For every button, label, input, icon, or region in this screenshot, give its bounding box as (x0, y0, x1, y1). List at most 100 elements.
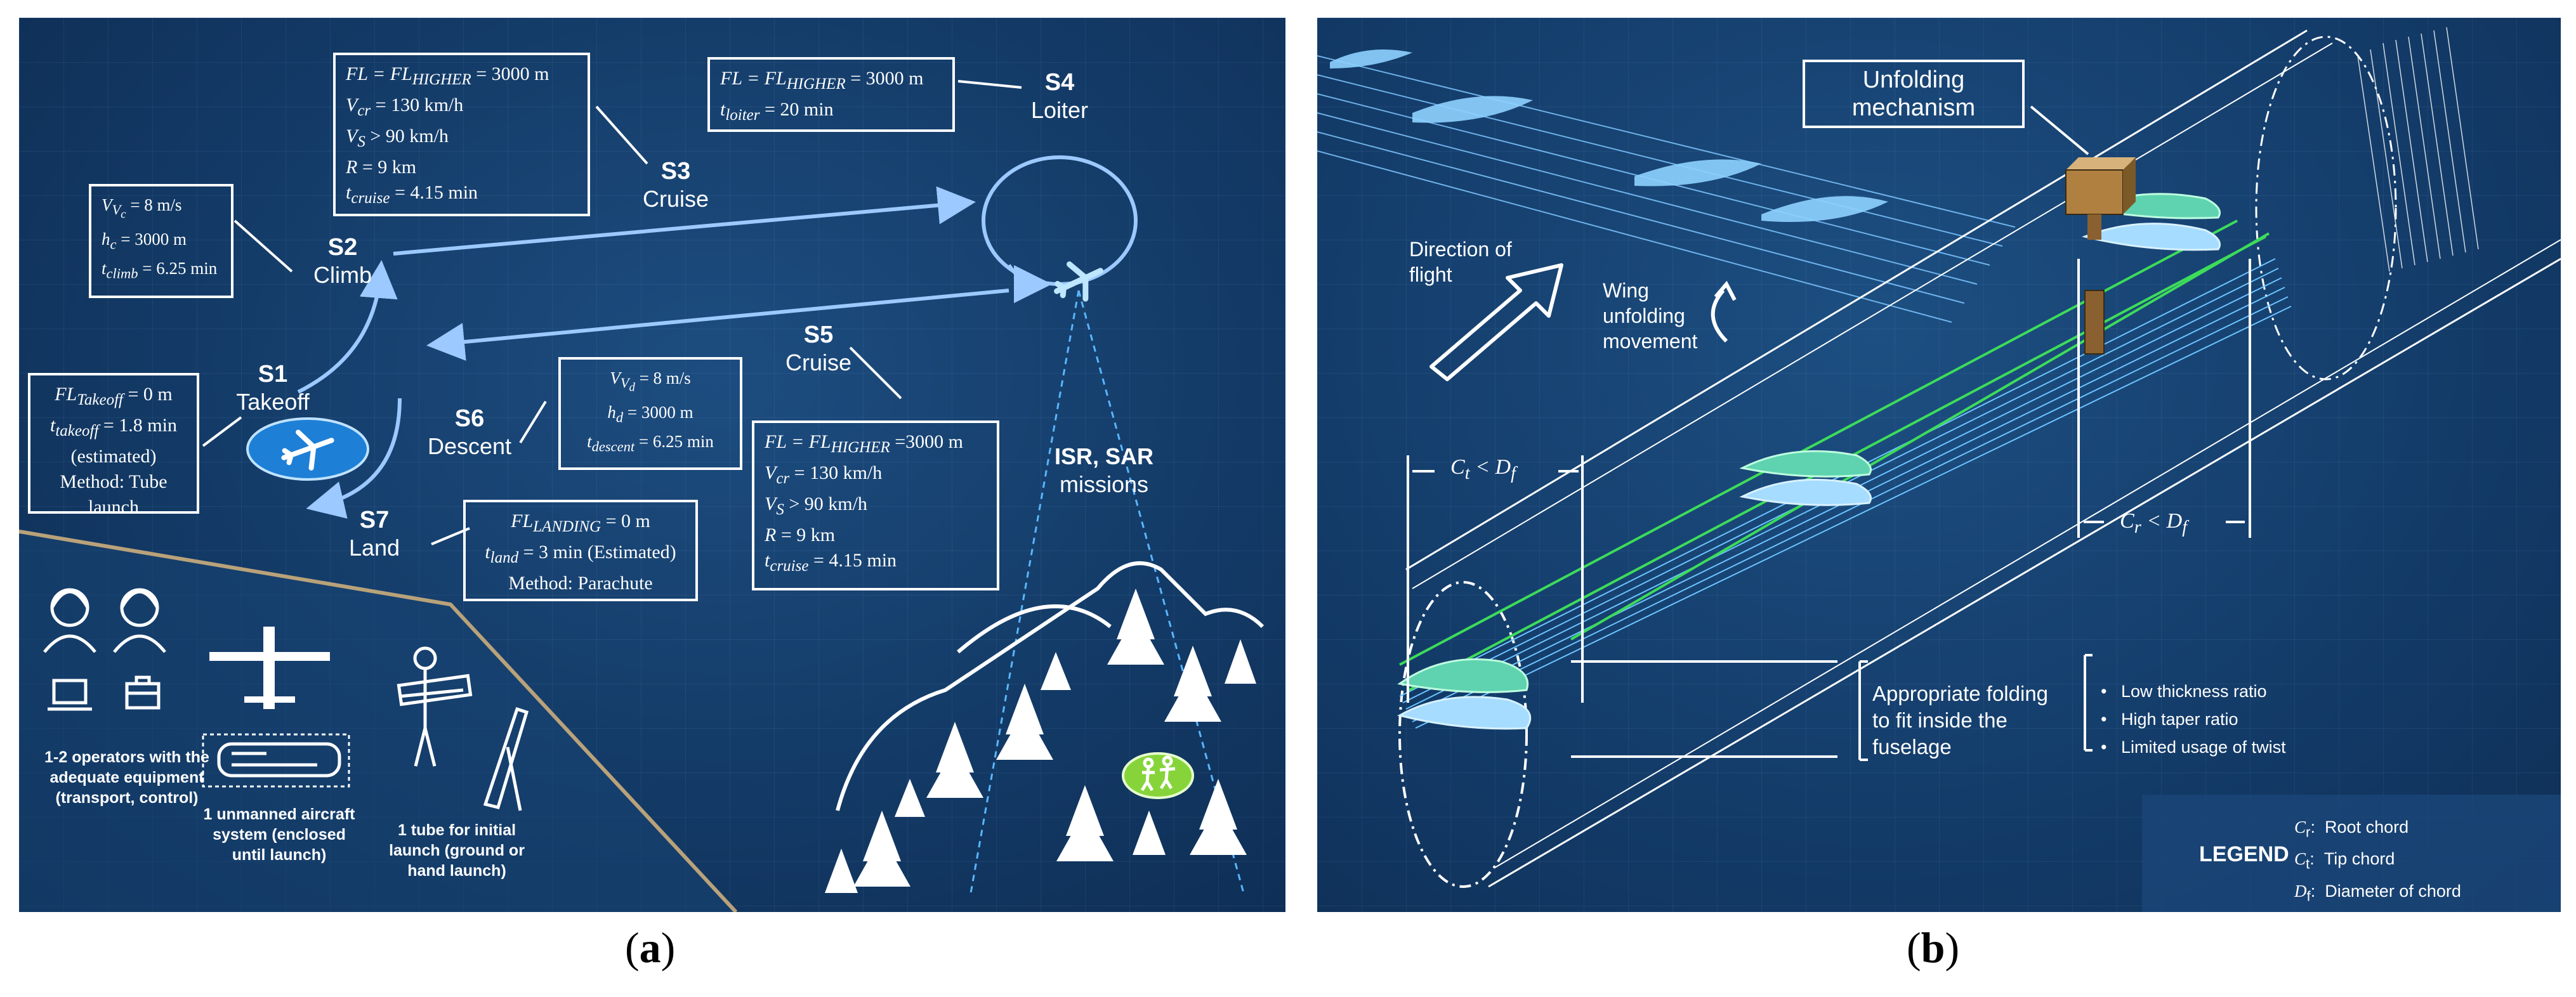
panel-b-wing-folding: Unfolding mechanism Direction of flight … (1317, 18, 2561, 912)
stage-s5-id: S5 (803, 322, 834, 348)
legend-root-symbol: C (2294, 818, 2306, 837)
cruise2-v-symbol: V (765, 462, 777, 483)
stage-s3-id: S3 (660, 158, 691, 185)
cruise2-vs-symbol: V (765, 493, 777, 514)
direction-arrow-icon (1429, 263, 1563, 381)
descent-v-symbol: V (610, 368, 621, 388)
requirement-item: • Low thickness ratio (2101, 682, 2267, 701)
s5-leader (849, 346, 902, 400)
panel-b-graphics (1317, 27, 2561, 912)
root-c-sub: r (2134, 517, 2141, 537)
cruise1-r-value: = 9 km (357, 157, 417, 178)
descent-h-sub: d (615, 409, 624, 426)
wing-unfolding-label: Wing unfolding movement (1603, 279, 1698, 353)
mechanism-leader (2030, 105, 2089, 155)
aircraft-system-note: 1 unmanned aircraft system (enclosed unt… (203, 805, 355, 864)
stage-s6-name: Descent (427, 433, 512, 459)
landing-parameters-box: FLLANDING = 0 m tland = 3 min (Estimated… (463, 500, 698, 601)
landing-fl-sub: LANDING (533, 518, 601, 535)
descent-v-sub2: d (629, 381, 635, 394)
unfolding-curve-icon (1711, 289, 1728, 343)
cruise-back-parameters-box: FL = FLHIGHER =3000 m Vcr = 130 km/h VS … (752, 420, 999, 590)
sensor-cone-right (1077, 290, 1245, 894)
legend-tip-desc: Tip chord (2323, 849, 2395, 869)
legend-tip-sub: t (2306, 856, 2310, 872)
cruise2-v-sub: cr (776, 470, 790, 487)
loiter-fl-symbol: FL = FL (720, 68, 787, 89)
takeoff-t-symbol: t (50, 415, 56, 436)
legend-diameter-desc: Diameter of chord (2325, 881, 2461, 901)
unfolding-mechanism-label: Unfolding mechanism (1803, 60, 2025, 128)
stage-s6-id: S6 (454, 405, 485, 432)
cruise1-r-symbol: R (346, 157, 358, 178)
stage-s4-id: S4 (1044, 69, 1075, 96)
cruise-out-parameters-box: FL = FLHIGHER = 3000 m Vcr = 130 km/h VS… (333, 53, 590, 216)
loiter-fl-value: = 3000 m (845, 68, 924, 89)
background-ribs (1330, 49, 1888, 222)
root-chord-condition: Cr < Df (2120, 509, 2228, 538)
cruise2-t-sub: cruise (770, 557, 809, 575)
stage-s3-name: Cruise (642, 186, 709, 212)
legend-root-desc: Root chord (2325, 818, 2409, 837)
legend-tip-symbol: C (2294, 849, 2306, 869)
climb-v-sub2: c (121, 207, 126, 221)
tip-c-symbol: C (1450, 455, 1465, 479)
stage-s4-name: Loiter (1030, 97, 1089, 123)
launch-tube-note: 1 tube for initial launch (ground or han… (389, 821, 525, 880)
uav-plane-icon (1054, 261, 1103, 302)
cruise2-fl-value: =3000 m (890, 431, 964, 452)
target-people-marker (1122, 752, 1194, 799)
landing-t-value: = 3 min (Estimated) (518, 542, 676, 563)
caption-a-letter: a (639, 923, 661, 972)
cruise1-v-sub: cr (357, 102, 371, 119)
landing-fl-value: = 0 m (601, 511, 650, 531)
legend-item-tip: Ct: Tip chord (2294, 849, 2395, 872)
tip-d-symbol: < D (1469, 455, 1511, 479)
root-c-symbol: C (2120, 509, 2134, 533)
cruise2-r-value: = 9 km (776, 525, 836, 545)
cruise1-fl-sub: HIGHER (412, 71, 471, 88)
sensor-cone-left (969, 290, 1080, 894)
people-icon (1140, 755, 1176, 792)
descent-v-sub: V (620, 375, 629, 391)
cruise2-t-symbol: t (765, 550, 770, 571)
cruise1-fl-value: = 3000 m (471, 63, 549, 84)
mountain-outline (836, 561, 1265, 811)
s3-leader (595, 105, 648, 165)
climb-h-symbol: h (102, 229, 110, 249)
landing-t-symbol: t (485, 542, 490, 563)
requirement-limited-twist: Limited usage of twist (2120, 738, 2286, 757)
legend-diameter-symbol: D (2294, 881, 2307, 901)
legend-items: Cr: Root chord Ct: Tip chord Df: Diamete… (2294, 814, 2548, 909)
stage-s2-id: S2 (327, 234, 358, 261)
takeoff-method: Method: Tube launch (60, 471, 168, 518)
descent-t-symbol: t (587, 432, 592, 452)
climb-t-symbol: t (102, 259, 107, 278)
caption-a: (a) (625, 923, 676, 972)
takeoff-t-sub: takeoff (55, 422, 99, 440)
tree-group (825, 589, 1256, 893)
requirement-item: • High taper ratio (2101, 710, 2238, 729)
legend-item-root: Cr: Root chord (2294, 818, 2409, 840)
tip-chord-condition: Ct < Df (1450, 455, 1565, 484)
folding-note: Appropriate folding to fit inside the fu… (1872, 682, 2049, 759)
stage-s1-name: Takeoff (236, 389, 310, 415)
cruise1-t-sub: cruise (351, 190, 390, 207)
descent-t-value: = 6.25 min (634, 432, 714, 452)
climb-h-sub: c (110, 236, 117, 252)
takeoff-plane-icon (281, 429, 334, 471)
loiter-circle (982, 155, 1138, 286)
climb-h-value: = 3000 m (116, 229, 187, 249)
cruise1-v-value: = 130 km/h (371, 94, 464, 115)
takeoff-parameters-box: FLTakeoff = 0 m ttakeoff = 1.8 min (esti… (28, 373, 199, 518)
loiter-t-symbol: t (720, 99, 726, 120)
stage-s7-name: Land (348, 535, 400, 561)
cruise1-vs-sub: S (357, 133, 365, 150)
legend-root-sub: r (2306, 824, 2311, 840)
takeoff-fl-sub: Takeoff (77, 391, 123, 408)
